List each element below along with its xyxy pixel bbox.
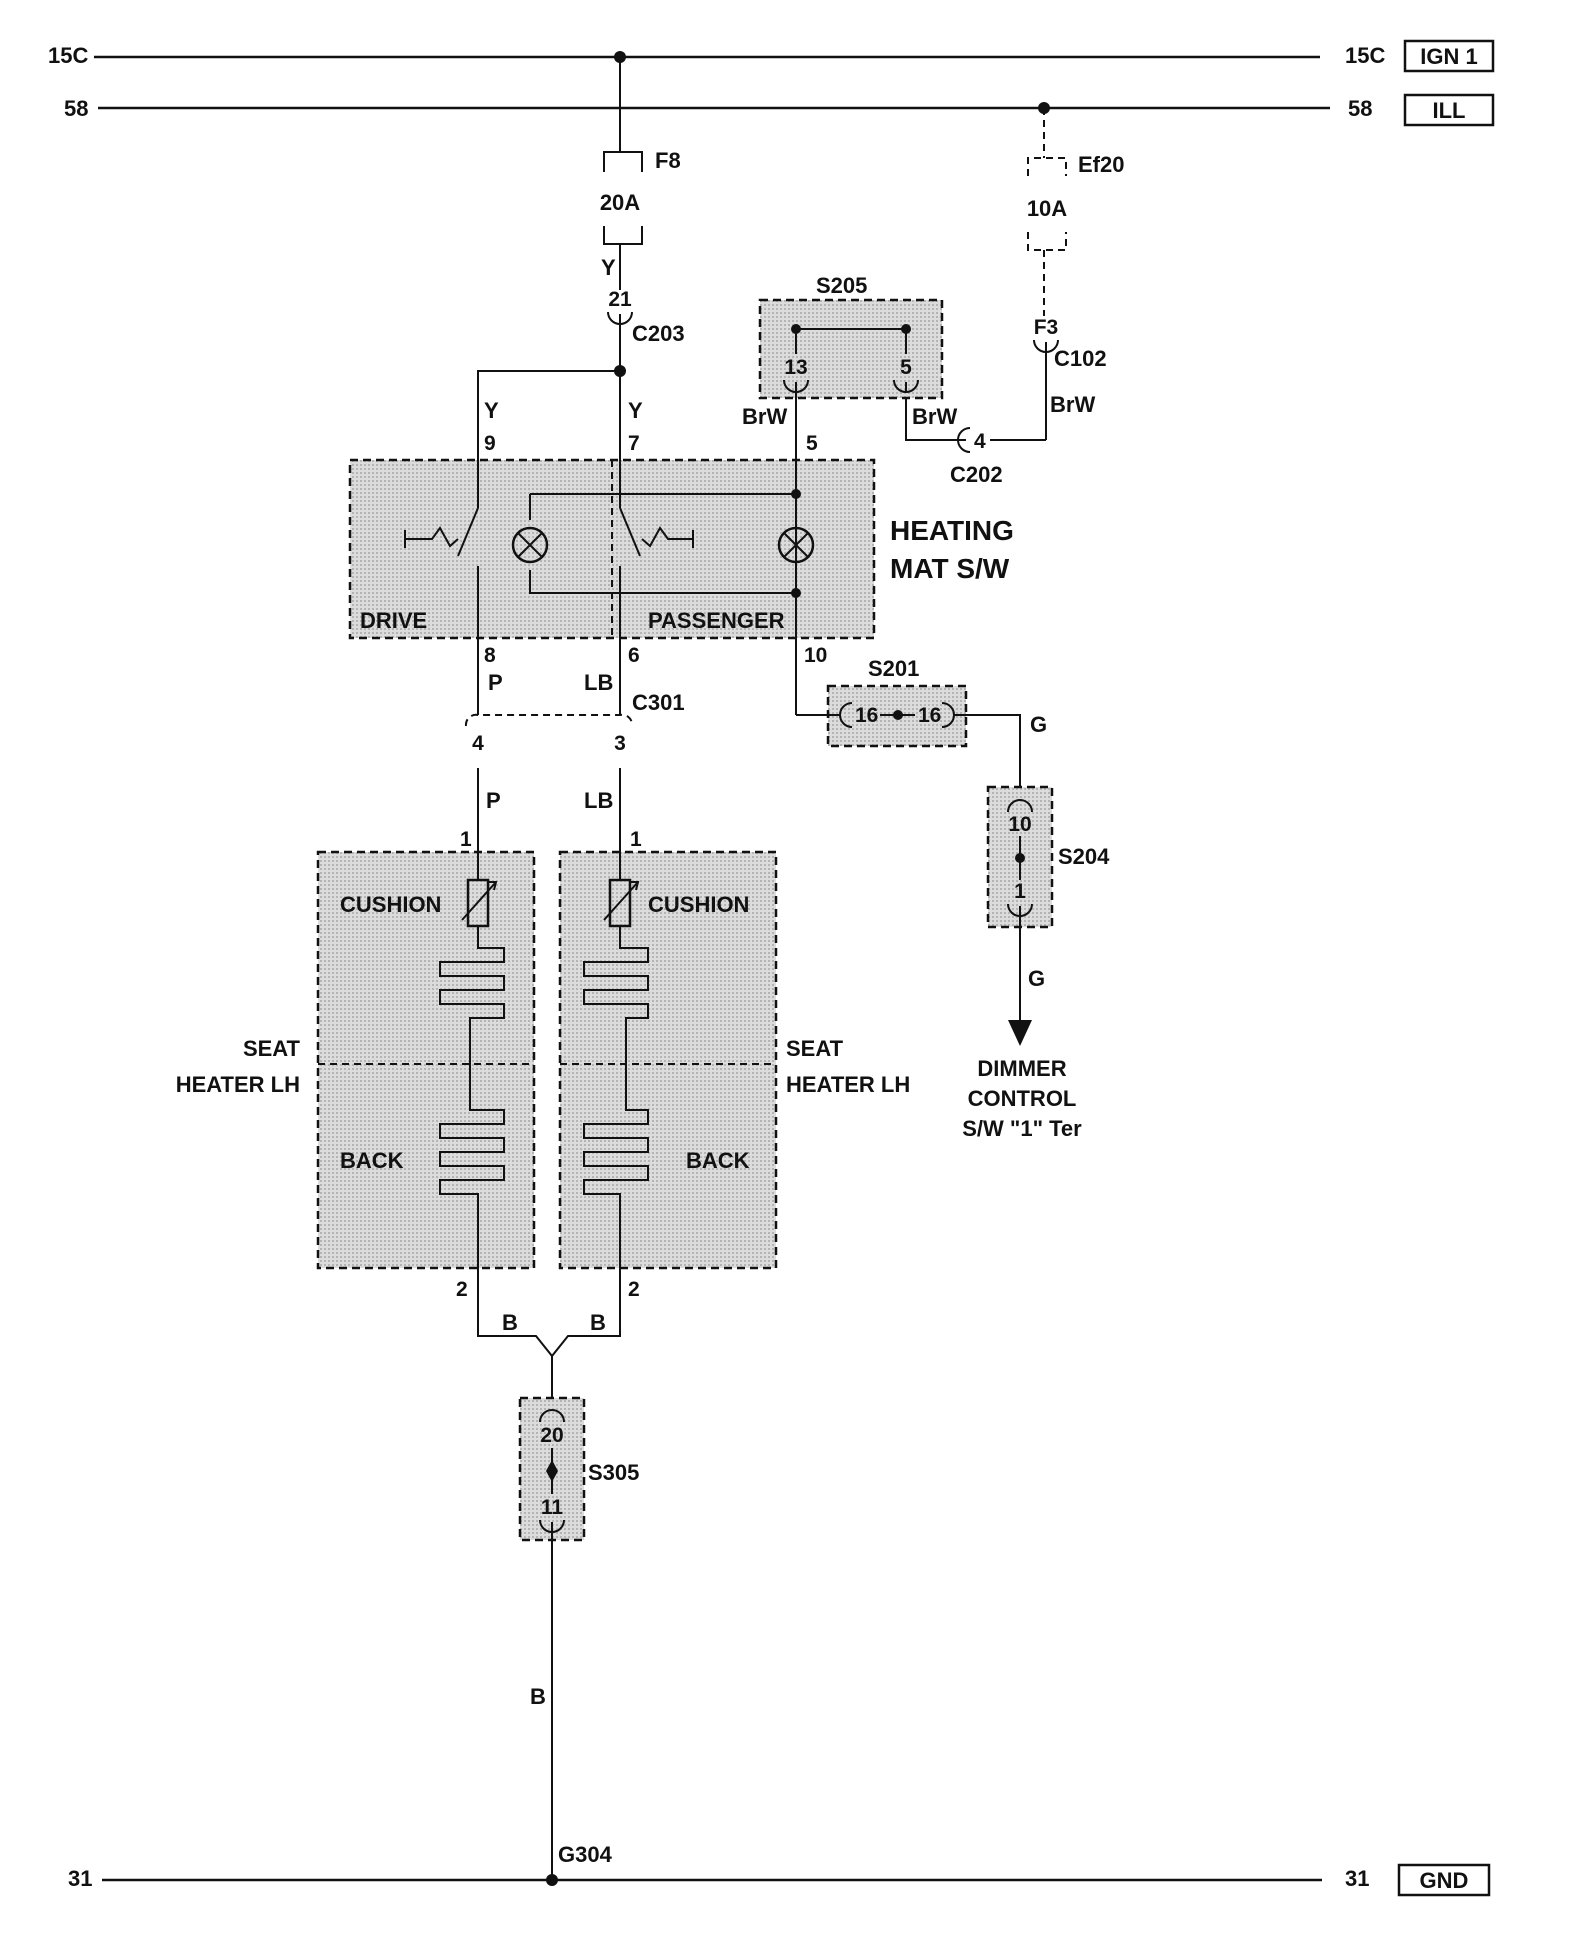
c301-name: C301 — [632, 690, 685, 715]
heating-mat-switch: DRIVE PASSENGER HEATING MAT S/W Y 9 Y 7 … — [348, 398, 1014, 715]
s205-pin-a: 13 — [784, 356, 807, 379]
splice-s204: S204 10 1 G — [986, 785, 1110, 1046]
s305-pin-b: 11 — [541, 1496, 564, 1519]
s201-pin-b: 16 — [918, 704, 941, 727]
c203-name: C203 — [632, 321, 685, 346]
passenger-label: PASSENGER — [648, 608, 785, 633]
seat-left-pin1: 1 — [460, 828, 472, 851]
s205-name: S205 — [816, 273, 867, 298]
ign-rail-tag: IGN 1 — [1420, 44, 1477, 69]
g304-name: G304 — [558, 1842, 613, 1867]
ign-rail-left-label: 15C — [48, 43, 88, 68]
pin9-wire: Y — [484, 398, 499, 423]
seat-left-cushion: CUSHION — [340, 892, 441, 917]
seat-right-back: BACK — [686, 1148, 750, 1173]
ign-rail: 15C 15C IGN 1 — [48, 39, 1495, 73]
seat-left-line2: HEATER LH — [176, 1072, 300, 1097]
fuse-f8-name: F8 — [655, 148, 681, 173]
connector-c301: C301 4 3 — [464, 650, 685, 850]
dimmer-line-2: CONTROL — [968, 1086, 1077, 1111]
seat-left-pin2: 2 — [456, 1278, 468, 1301]
pin6: 6 — [628, 644, 640, 667]
ill-rail-tag: ILL — [1433, 98, 1466, 123]
seat-heater-left-label: SEAT HEATER LH — [176, 1036, 301, 1097]
s201-wire: G — [1030, 712, 1047, 737]
seat-right-wire-out: B — [590, 1310, 606, 1335]
pin9: 9 — [484, 432, 496, 455]
gnd-rail-tag: GND — [1420, 1868, 1469, 1893]
seat-heater-left: P 1 CUSHION BACK 2 B — [316, 788, 536, 1335]
fuse-ef20-name: Ef20 — [1078, 152, 1124, 177]
seat-left-wire-out: B — [502, 1310, 518, 1335]
splice-s205: S205 13 5 BrW BrW — [742, 273, 957, 460]
seat-right-pin2: 2 — [628, 1278, 640, 1301]
c202-name: C202 — [950, 462, 1003, 487]
c203-pin: 21 — [608, 288, 632, 311]
pin7: 7 — [628, 432, 640, 455]
ign-rail-right-label: 15C — [1345, 43, 1385, 68]
s204-pin-b: 1 — [1014, 880, 1026, 903]
fuse-f8-wire: Y — [601, 255, 616, 280]
gnd-rail: 31 31 GND — [68, 1863, 1491, 1897]
fuse-f8: F8 20A Y — [600, 51, 681, 290]
seat-right-line2: HEATER LH — [786, 1072, 910, 1097]
s201-name: S201 — [868, 656, 919, 681]
pin10: 10 — [804, 644, 827, 667]
c102-pin: F3 — [1034, 316, 1059, 339]
s201-pin-a: 16 — [855, 704, 878, 727]
c102-name: C102 — [1054, 346, 1107, 371]
g304-wire: B — [530, 1684, 546, 1709]
dimmer-line-3: S/W "1" Ter — [962, 1116, 1082, 1141]
s205-pin-b: 5 — [900, 356, 912, 379]
dimmer-line-1: DIMMER — [977, 1056, 1066, 1081]
heating-switch-title-2: MAT S/W — [890, 553, 1010, 584]
fuse-f8-rating: 20A — [600, 190, 640, 215]
pin8-wire: P — [488, 670, 503, 695]
ill-rail-left-label: 58 — [64, 96, 88, 121]
connector-c203: 21 C203 — [477, 288, 685, 440]
seat-left-back: BACK — [340, 1148, 404, 1173]
c301-pin-lb: 3 — [614, 732, 626, 755]
seat-heater-right: LB 1 CUSHION BACK 2 B — [558, 788, 778, 1335]
c301-pin-p: 4 — [472, 732, 484, 755]
s204-pin-a: 10 — [1008, 813, 1031, 836]
ground-g304: B G304 — [530, 1684, 613, 1886]
s204-name: S204 — [1058, 844, 1110, 869]
s205-wire-a: BrW — [742, 404, 787, 429]
dimmer-control: DIMMER CONTROL S/W "1" Ter — [962, 1056, 1082, 1141]
gnd-rail-right-label: 31 — [1345, 1866, 1369, 1891]
s305-name: S305 — [588, 1460, 639, 1485]
seat-right-line1: SEAT — [786, 1036, 844, 1061]
connector-c102: F3 C102 BrW — [990, 316, 1107, 441]
seat-left-line1: SEAT — [243, 1036, 301, 1061]
s205-wire-b: BrW — [912, 404, 957, 429]
drive-label: DRIVE — [360, 608, 427, 633]
fuse-ef20: Ef20 10A — [1027, 102, 1124, 316]
s204-wire: G — [1028, 966, 1045, 991]
pin8: 8 — [484, 644, 496, 667]
c202-pin: 4 — [974, 430, 986, 453]
pin7-wire: Y — [628, 398, 643, 423]
seat-right-wire-in: LB — [584, 788, 613, 813]
connector-c202: 4 C202 — [905, 382, 1003, 487]
seat-right-pin1: 1 — [630, 828, 642, 851]
pin6-wire: LB — [584, 670, 613, 695]
s305-pin-a: 20 — [540, 1424, 563, 1447]
seat-left-wire-in: P — [486, 788, 501, 813]
ill-rail: 58 58 ILL — [64, 93, 1495, 127]
c102-wire: BrW — [1050, 392, 1095, 417]
ill-rail-right-label: 58 — [1348, 96, 1372, 121]
splice-s201: S201 16 16 G — [796, 656, 1047, 800]
gnd-rail-left-label: 31 — [68, 1866, 92, 1891]
seat-heater-right-label: SEAT HEATER LH — [786, 1036, 910, 1097]
seat-right-cushion: CUSHION — [648, 892, 749, 917]
ground-join — [477, 1280, 621, 1400]
heating-switch-title-1: HEATING — [890, 515, 1014, 546]
fuse-ef20-rating: 10A — [1027, 196, 1067, 221]
pin5: 5 — [806, 432, 818, 455]
splice-s305: S305 20 11 — [518, 1396, 639, 1880]
